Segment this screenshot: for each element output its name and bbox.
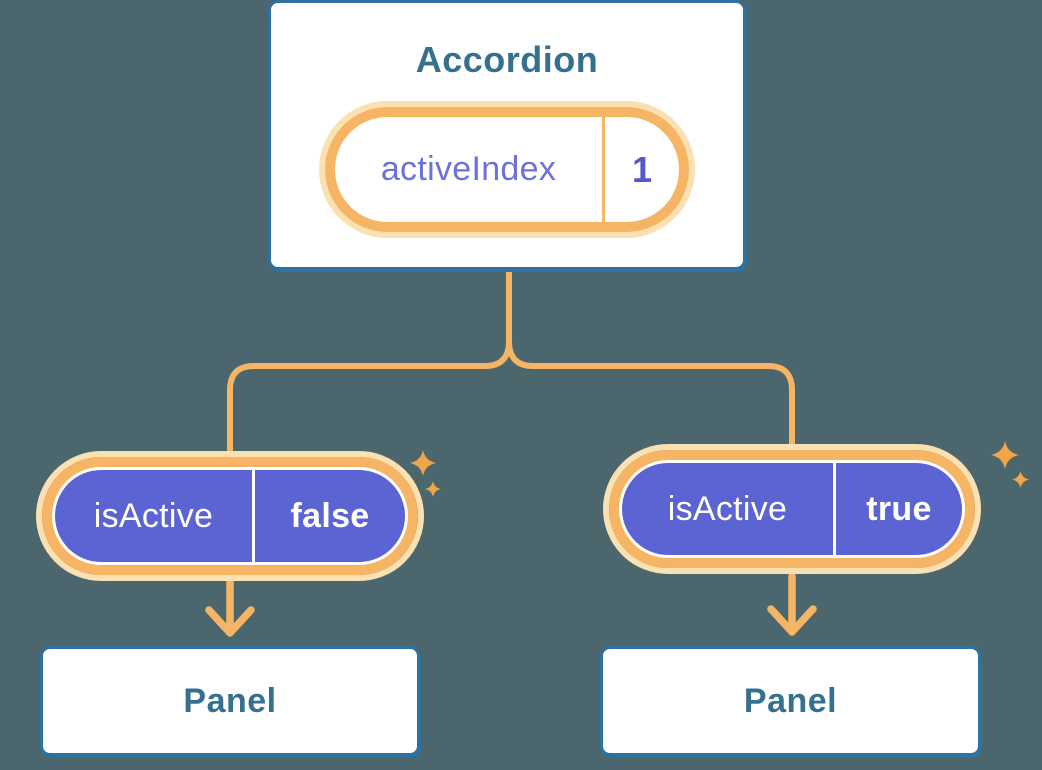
state-value: 1 [631, 148, 653, 190]
prop-name-label: isActive [667, 489, 788, 528]
state-name-label: activeIndex [380, 150, 557, 188]
sparkle-icon [425, 481, 442, 498]
panel-component-box-right: Panel [600, 646, 981, 756]
prop-pill-right-ring: isActive true [609, 450, 975, 568]
sparkle-icon [1012, 471, 1029, 488]
panel-component-box-left: Panel [40, 646, 420, 756]
prop-pill-left-ring: isActive false [42, 457, 418, 575]
prop-pill-right-body: isActive true [622, 463, 962, 555]
arrow-right-head [767, 605, 817, 636]
prop-pill-left-body: isActive false [55, 470, 405, 562]
prop-pill-divider [252, 470, 255, 562]
prop-value: true [866, 489, 932, 528]
prop-pill-right: isActive true [603, 444, 981, 574]
state-pill-ring: activeIndex 1 [325, 107, 689, 232]
arrow-left-head [205, 606, 255, 637]
sparkle-icon [410, 450, 436, 476]
state-pill: activeIndex 1 [319, 101, 695, 238]
accordion-title: Accordion [415, 39, 599, 80]
prop-name-label: isActive [93, 496, 214, 535]
prop-value: false [290, 496, 370, 535]
tree-connector-left [227, 268, 512, 455]
tree-connector-right [506, 268, 795, 450]
prop-pill-divider [833, 463, 836, 555]
prop-pill-left: isActive false [36, 451, 424, 581]
accordion-component-box: Accordion activeIndex 1 [268, 0, 746, 270]
sparkle-icon [991, 441, 1020, 470]
state-pill-divider [602, 117, 605, 222]
